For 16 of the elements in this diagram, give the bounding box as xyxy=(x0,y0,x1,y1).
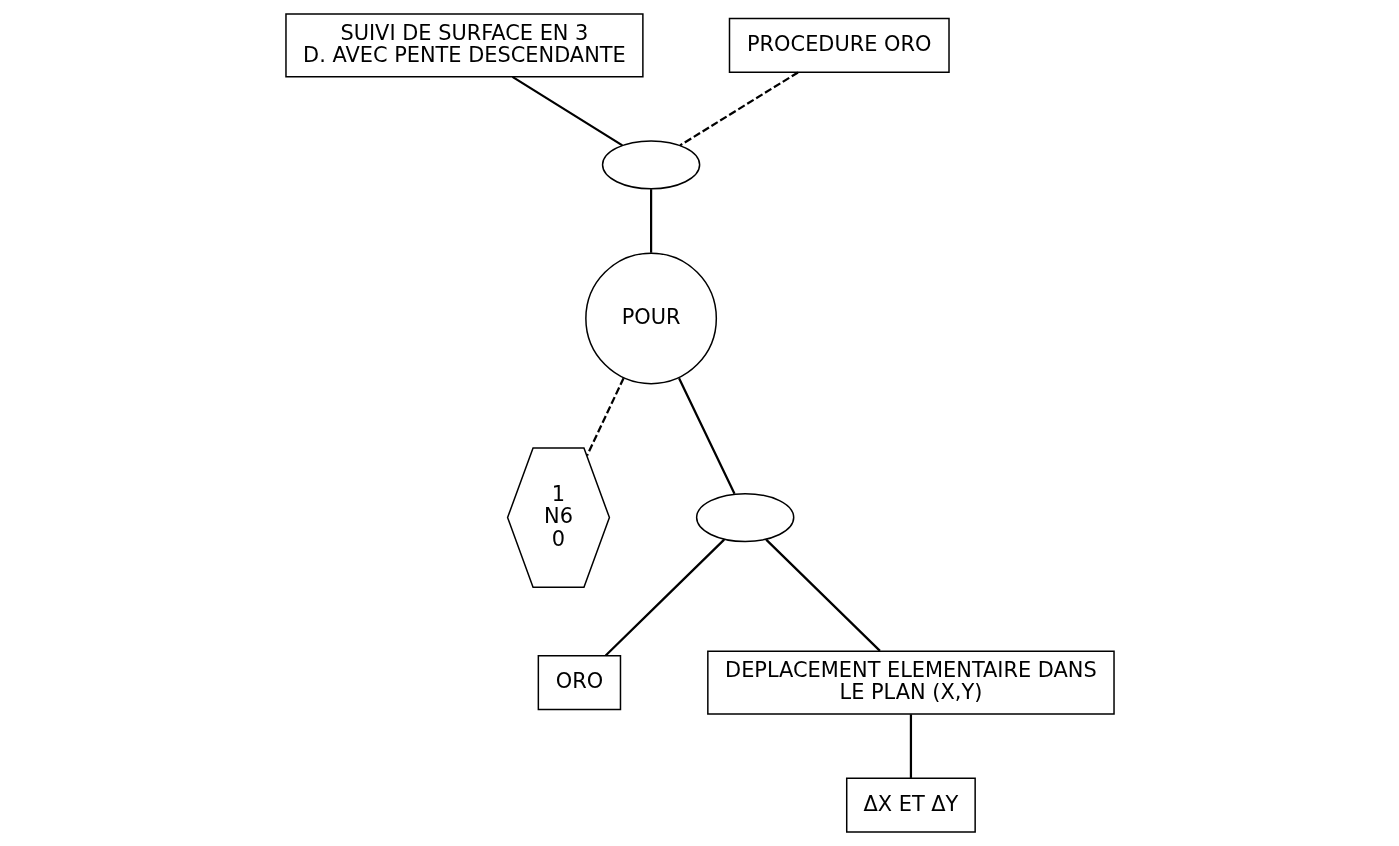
connector xyxy=(649,189,652,253)
node-box: SUIVI DE SURFACE EN 3 D. AVEC PENTE DESCENDANTE xyxy=(284,13,644,78)
connector xyxy=(511,75,623,147)
node-circle: POUR xyxy=(584,252,717,385)
node-box: PROCEDURE ORO xyxy=(728,17,950,73)
connector xyxy=(604,538,725,657)
connector xyxy=(764,538,881,652)
node-ellipse xyxy=(695,492,794,543)
connector xyxy=(677,377,735,495)
connector xyxy=(909,714,912,778)
connector xyxy=(585,377,625,457)
node-box: ORO xyxy=(537,655,621,711)
node-box: ΔX ET ΔY xyxy=(845,777,976,833)
connector xyxy=(678,71,799,147)
node-box: DEPLACEMENT ELEMENTAIRE DANS LE PLAN (X,Y) xyxy=(706,650,1115,715)
node-ellipse xyxy=(601,140,700,190)
